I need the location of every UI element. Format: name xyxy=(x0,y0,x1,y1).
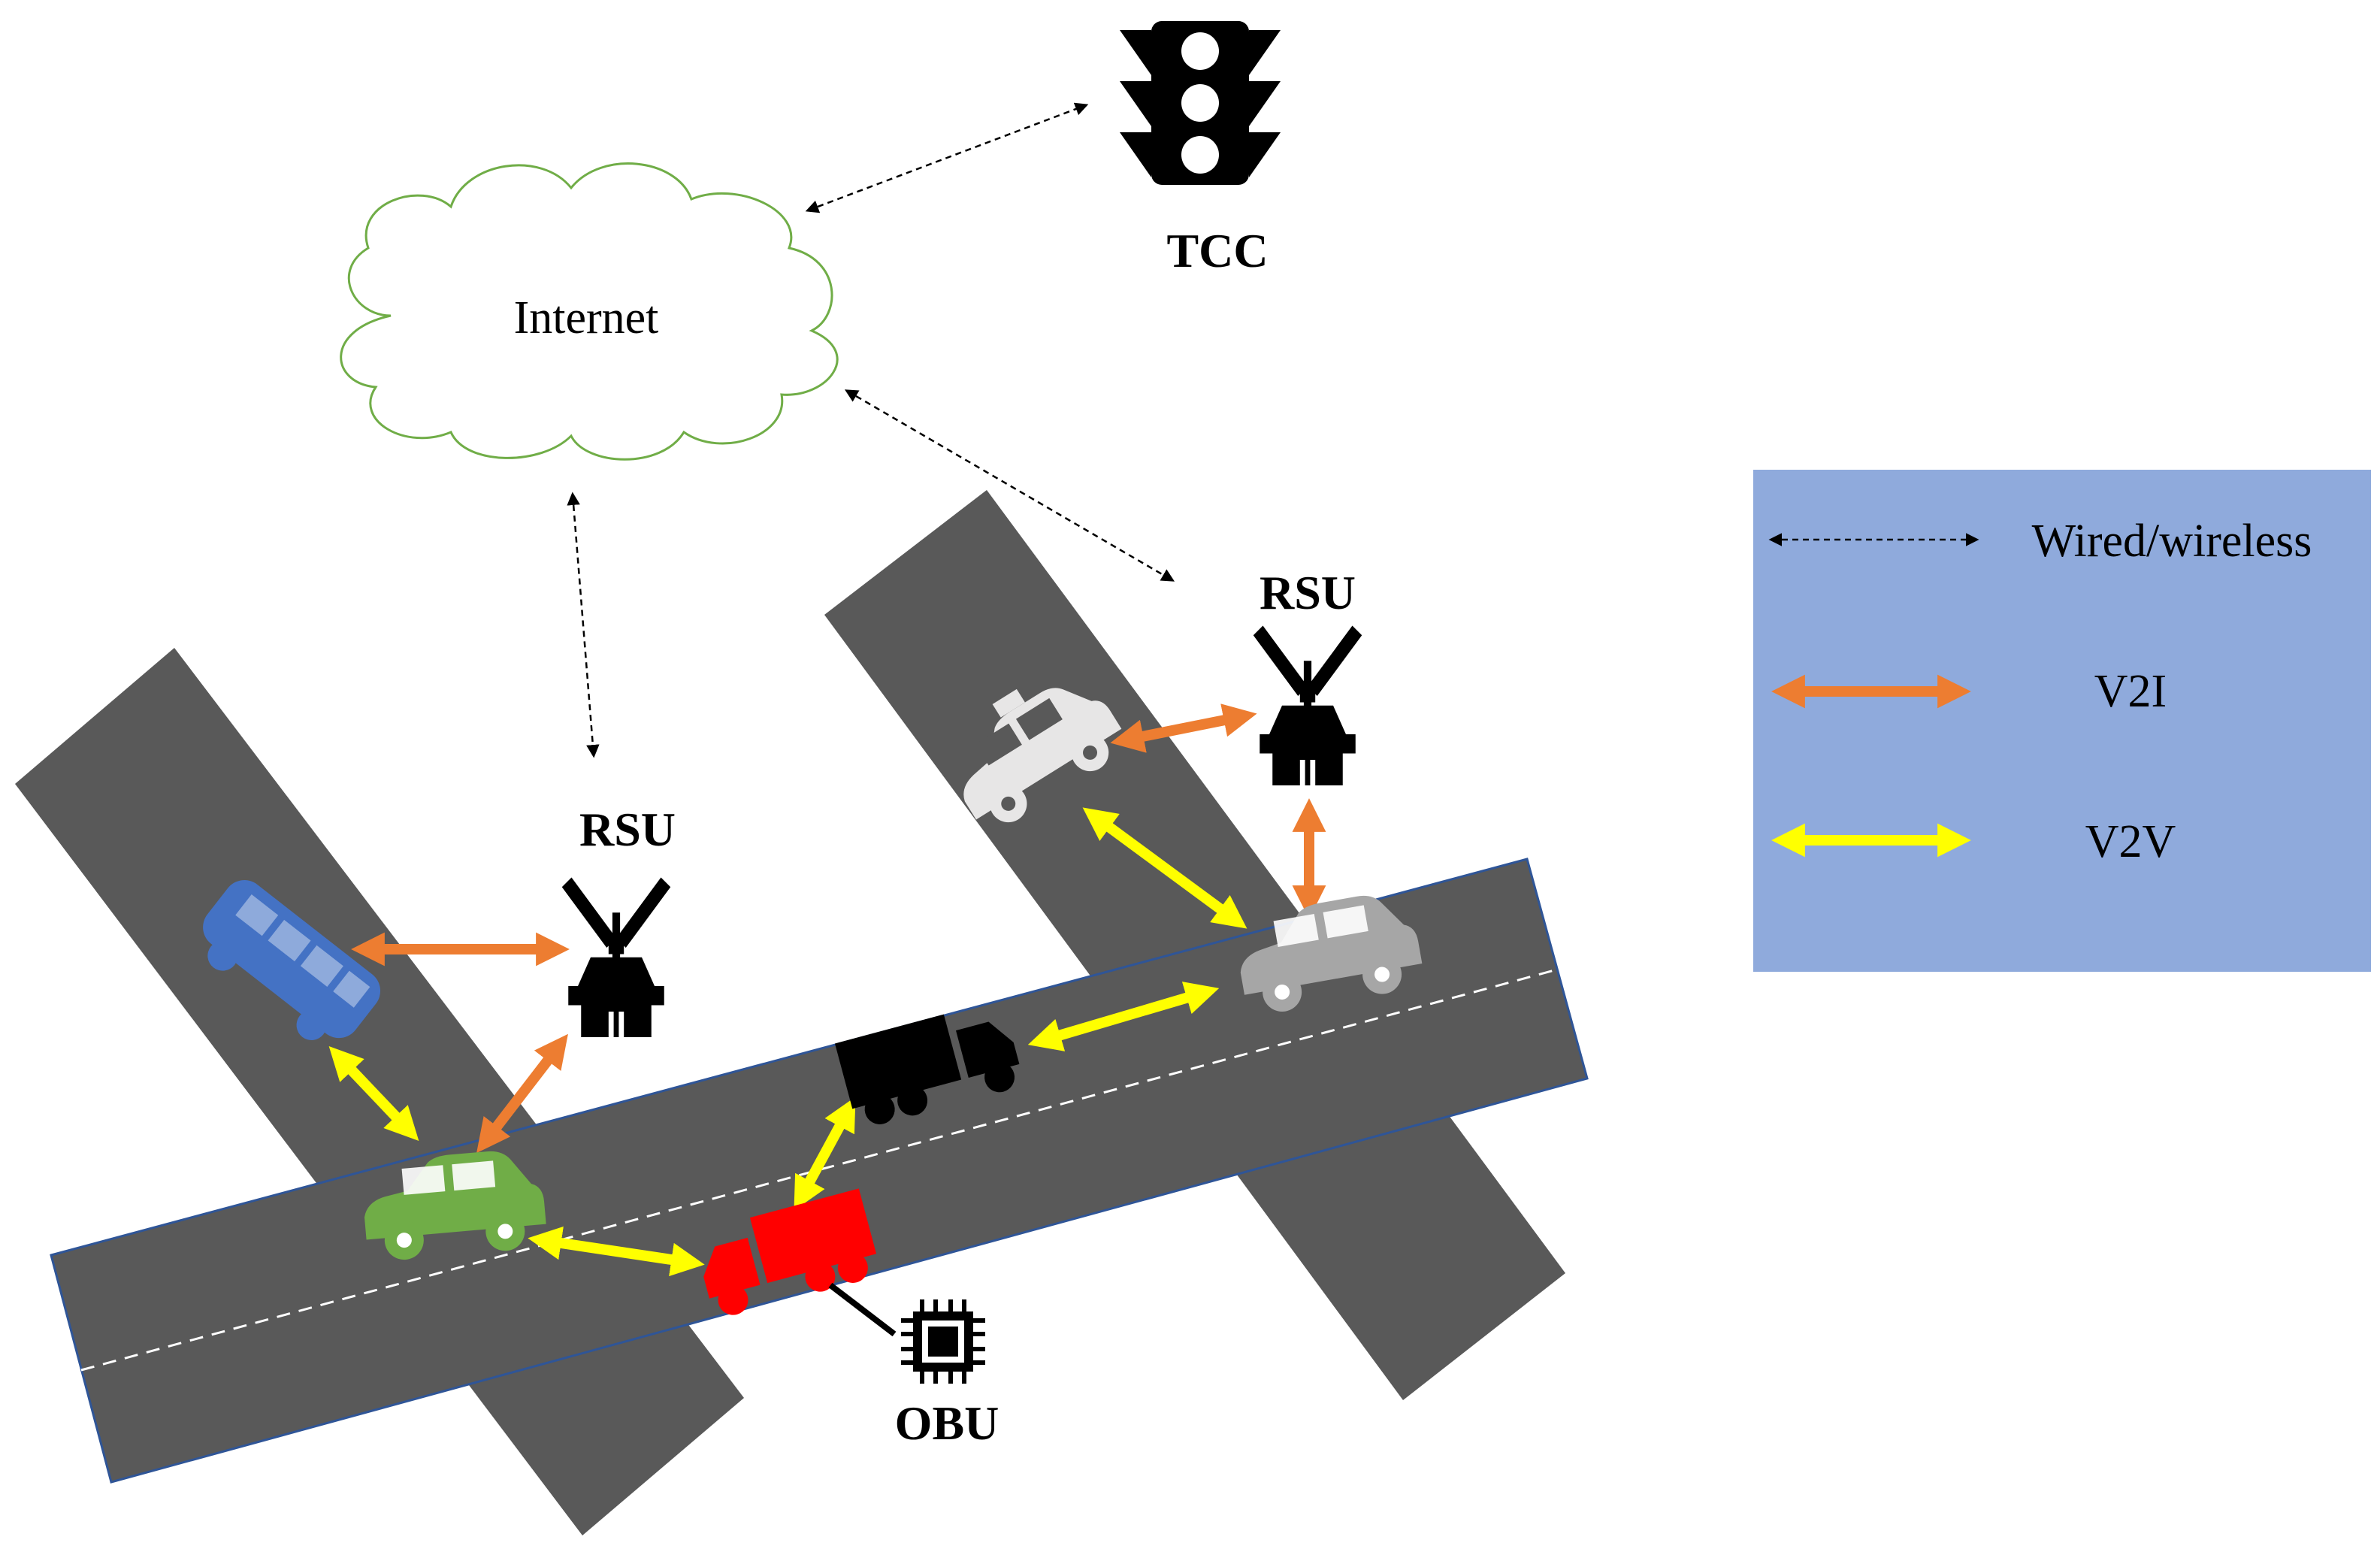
road-center-dashes xyxy=(80,968,1558,1372)
rsu-right-label: RSU xyxy=(1260,566,1356,619)
rsu-left-label: RSU xyxy=(579,803,676,856)
legend-box xyxy=(1753,470,2371,972)
v2v-taxi-graycar xyxy=(1082,807,1247,929)
legend-label-v2i: V2I xyxy=(2094,666,2167,717)
v2i-links xyxy=(351,703,1326,1154)
internet-label: Internet xyxy=(514,292,659,343)
chip-icon xyxy=(901,1299,985,1384)
traffic-light-icon xyxy=(1120,21,1281,185)
v2i-taxi-rsu xyxy=(1110,703,1257,753)
legend-label-v2v: V2V xyxy=(2085,816,2176,867)
cloud-icon xyxy=(340,162,839,461)
taxi-icon xyxy=(937,666,1133,839)
car-icon-green xyxy=(359,1146,549,1263)
car-icon-gray xyxy=(1231,887,1426,1018)
rsu-tower-icon-left xyxy=(561,877,671,1037)
v2v-bus-greencar xyxy=(328,1046,419,1141)
v2v-blacktruck-graycar xyxy=(1027,982,1220,1051)
bus-icon xyxy=(203,880,381,1040)
link-internet-rsu-left xyxy=(567,492,600,758)
v2i-greencar-rsu xyxy=(476,1033,568,1154)
v2v-links xyxy=(328,807,1247,1277)
tcc-label: TCC xyxy=(1166,224,1268,277)
v2v-redtruck-blacktruck xyxy=(794,1097,856,1211)
rsu-tower-icon-right xyxy=(1253,625,1362,785)
legend-label-wired: Wired/wireless xyxy=(2032,516,2312,567)
legend: Wired/wireless V2I V2V xyxy=(1753,470,2371,972)
v2v-greencar-redtruck xyxy=(528,1226,705,1277)
obu-connector xyxy=(828,1282,897,1337)
wired-links xyxy=(567,102,1175,758)
link-internet-tcc xyxy=(805,102,1089,213)
obu-label: OBU xyxy=(895,1396,999,1450)
